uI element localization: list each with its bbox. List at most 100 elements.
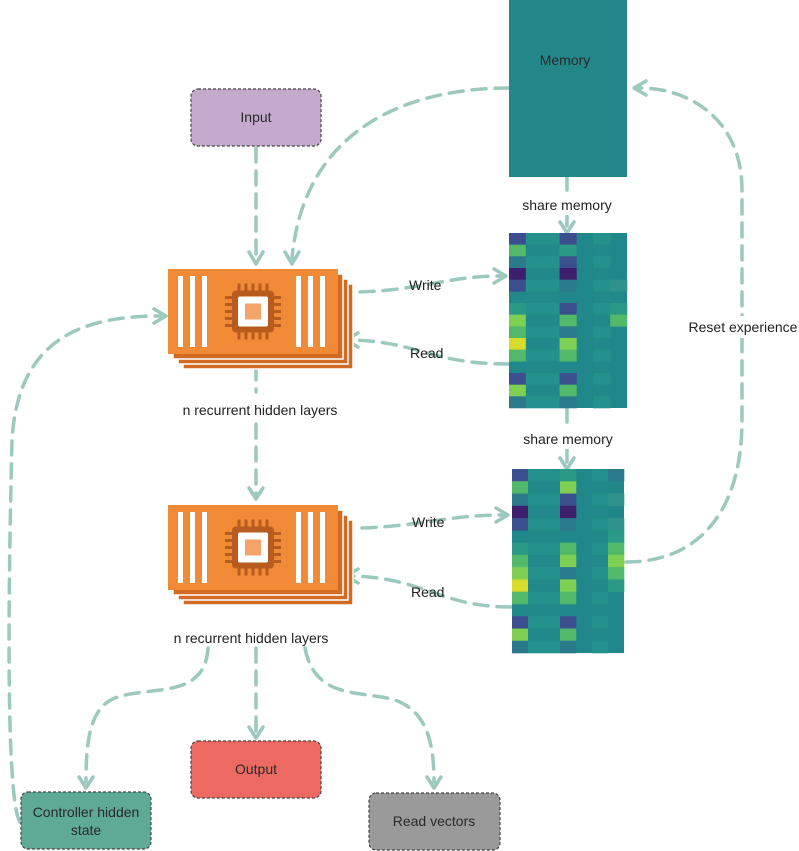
- chip-pin: [225, 560, 232, 563]
- heatmap-cell: [608, 469, 625, 482]
- chip-pin: [237, 568, 241, 576]
- heatmap-cell: [528, 567, 545, 580]
- heatmap-cell: [512, 554, 529, 568]
- memory-label: Memory: [540, 52, 591, 68]
- heatmap-cell: [542, 384, 560, 397]
- heatmap-cell: [512, 505, 529, 519]
- heatmap-cell: [509, 244, 527, 257]
- chip-stripe: [190, 276, 195, 347]
- heatmap-cell: [608, 567, 625, 580]
- chip-pin: [265, 332, 269, 340]
- heatmap-cell: [544, 493, 561, 507]
- heatmap-cell: [525, 256, 544, 269]
- read-vectors-node: Read vectors: [368, 792, 501, 851]
- edge-labels: share memory share memory Write Read Wri…: [174, 195, 798, 646]
- chip-stripe: [202, 276, 207, 347]
- heatmap-cell: [509, 268, 527, 280]
- heatmap-cell: [528, 579, 545, 592]
- heatmap-cell: [542, 373, 560, 385]
- heatmap-cell: [592, 505, 609, 519]
- heatmap-cell: [560, 481, 577, 494]
- processor-chip-icon: [225, 283, 281, 340]
- chip-pin: [265, 283, 269, 291]
- heatmap-cell: [542, 349, 560, 362]
- heatmap-cell: [593, 244, 611, 257]
- heatmap-cell: [560, 616, 577, 629]
- heatmap-cell: [608, 542, 625, 556]
- heatmap-cell: [512, 542, 529, 556]
- processor-chip-icon: [225, 519, 281, 576]
- heatmap-cell: [525, 279, 544, 292]
- heatmap-cell: [542, 291, 560, 304]
- heatmap-cell: [593, 396, 611, 409]
- chip-pin: [258, 332, 262, 340]
- heatmap-cell: [509, 256, 527, 269]
- chip-pin: [265, 519, 269, 527]
- heatmap-cell: [512, 518, 529, 531]
- heatmap-cell: [593, 326, 611, 339]
- heatmap-cell: [544, 505, 561, 519]
- heatmap-cell: [544, 530, 561, 543]
- reset-experience-label: Reset experience: [689, 319, 798, 335]
- heatmap-cell: [560, 505, 577, 519]
- heatmap-cell: [528, 640, 545, 654]
- chip-pin: [274, 317, 281, 320]
- chip-pin: [274, 296, 281, 299]
- chip-pin: [258, 568, 262, 576]
- heatmap-cell: [509, 384, 527, 397]
- chip-stripe: [308, 276, 313, 347]
- heatmap-cell: [593, 291, 611, 304]
- heatmap-cell: [509, 326, 527, 339]
- heatmap-cell: [610, 303, 628, 315]
- heatmap-cell: [592, 603, 609, 617]
- heatmap-cell: [544, 579, 561, 592]
- heatmap-cell: [528, 591, 545, 605]
- chip-pin: [244, 283, 248, 291]
- arrowhead: [492, 267, 508, 285]
- edge-controller-to-hidden-state: [84, 646, 210, 784]
- input-label: Input: [240, 109, 271, 125]
- heatmap-cell: [509, 338, 527, 350]
- heatmap-cell: [542, 244, 560, 257]
- heatmap-cell: [560, 554, 577, 568]
- memory-heatmap-1: [509, 233, 628, 409]
- heatmap-cell: [593, 303, 611, 315]
- heatmap-cell: [544, 554, 561, 568]
- arrowhead: [152, 307, 168, 325]
- chip-pin: [258, 283, 262, 291]
- memory-heatmap-2: [512, 469, 625, 654]
- chip-pin: [274, 560, 281, 563]
- heatmap-cell: [509, 396, 527, 409]
- heatmap-cell: [592, 640, 609, 654]
- heatmap-cell: [559, 314, 577, 327]
- heatmap-cell: [544, 640, 561, 654]
- heatmap-cell: [512, 616, 529, 629]
- heatmap-cell: [592, 481, 609, 494]
- heatmap-cell: [593, 338, 611, 350]
- arrowhead: [425, 775, 443, 790]
- heatmap-cell: [512, 469, 529, 482]
- heatmap-cell: [592, 628, 609, 642]
- heatmap-cell: [560, 640, 577, 654]
- controller-hidden-state-node: Controller hidden state: [20, 791, 152, 850]
- heatmap-cell: [542, 338, 560, 350]
- chip-pin: [225, 539, 232, 542]
- input-node: Input: [190, 88, 322, 147]
- heatmap-cell: [542, 361, 560, 374]
- chip-pin: [274, 532, 281, 535]
- arrowhead: [247, 725, 265, 740]
- layer-label-bottom: n recurrent hidden layers: [174, 630, 329, 646]
- heatmap-cell: [608, 554, 625, 568]
- heatmap-cell: [592, 616, 609, 629]
- chip-pin: [237, 519, 241, 527]
- heatmap-cell: [593, 384, 611, 397]
- chip-pin: [244, 332, 248, 340]
- edge-write-1: [358, 274, 502, 294]
- heatmap-cell: [560, 567, 577, 580]
- chip-pin: [274, 546, 281, 549]
- chip-pin: [265, 568, 269, 576]
- heatmap-cell: [542, 314, 560, 327]
- heatmap-cell: [559, 303, 577, 315]
- heatmap-cell: [525, 349, 544, 362]
- controller-stack-bottom: [168, 505, 354, 606]
